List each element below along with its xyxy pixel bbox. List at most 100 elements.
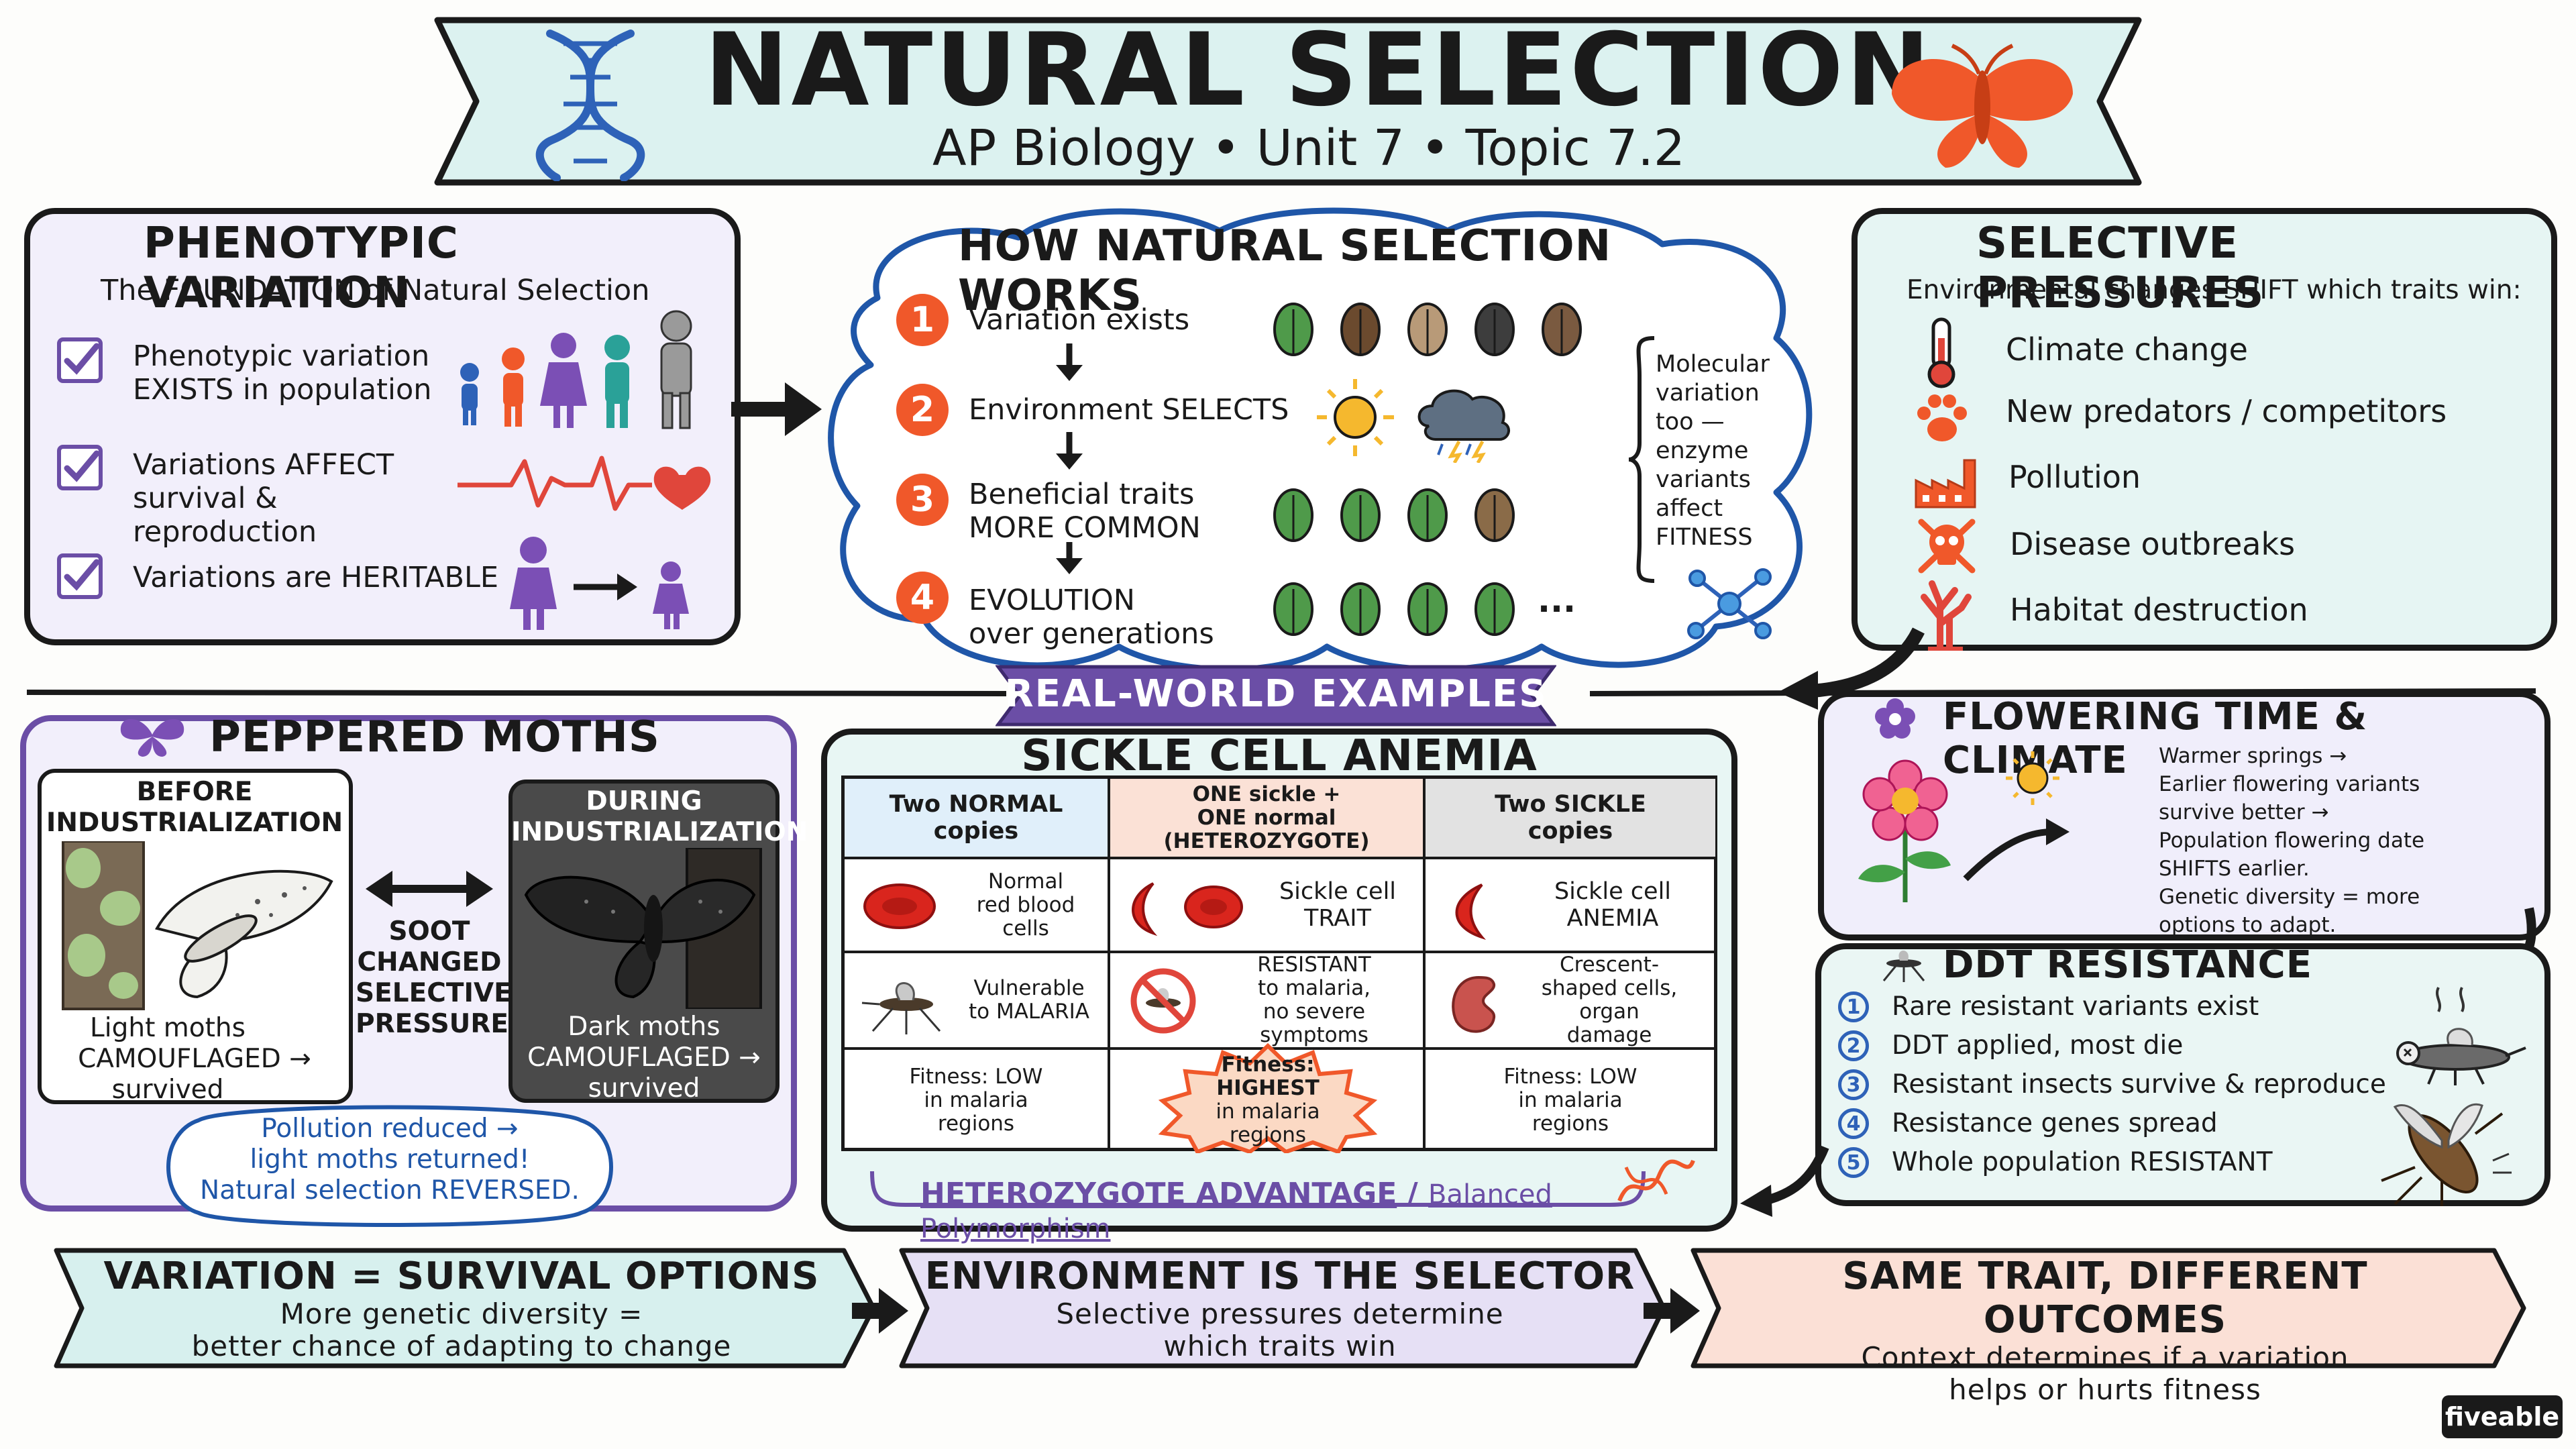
- selective-pressures-title: SELECTIVE PRESSURES: [1976, 219, 2265, 318]
- pressure-item-climate: Climate change: [2006, 331, 2248, 368]
- red-blood-cell-icon: [863, 883, 936, 929]
- takeaway-banner-1: [54, 1248, 876, 1368]
- dna-icon: [535, 30, 645, 181]
- sickle-cell-icon: [1455, 883, 1487, 940]
- step-1-label: Variation exists: [969, 303, 1190, 337]
- checkbox-icon: [57, 553, 103, 599]
- ddt-step-number: 1: [1838, 991, 1869, 1022]
- flower-sun-icon: [1858, 751, 2070, 902]
- checkbox-icon: [57, 445, 103, 490]
- flowering-title: FLOWERING TIME & CLIMATE: [1943, 695, 2368, 782]
- arrow-down-icon: [1056, 542, 1083, 574]
- reversal-note-bubble: [166, 1105, 613, 1227]
- step-number: 3: [896, 474, 949, 526]
- curved-arrow-icon: [1778, 627, 1925, 710]
- ddt-title: DDT RESISTANCE: [1943, 943, 2312, 987]
- dark-moth-on-bark-icon: [524, 848, 762, 1009]
- title-banner: [434, 17, 2142, 186]
- how-it-works-title: HOW NATURAL SELECTION WORKS: [958, 221, 1612, 321]
- page-title: NATURAL SELECTION: [704, 12, 1933, 129]
- page-subtitle: AP Biology • Unit 7 • Topic 7.2: [932, 119, 1685, 177]
- step-number: 2: [896, 384, 949, 436]
- checkbox-icon: [57, 337, 103, 383]
- sickle-cell-title: SICKLE CELL ANEMIA: [1021, 731, 1538, 781]
- dna-squiggle-icon: [1617, 1159, 1695, 1202]
- light-moth-on-lichen-icon: [62, 841, 333, 1010]
- parent-child-icon: [510, 537, 689, 630]
- heartbeat-icon: [458, 455, 711, 511]
- factory-icon: [1915, 459, 1976, 508]
- selective-pressures-subtitle: Environmental changes SHIFT which traits…: [1907, 275, 2522, 305]
- examples-label: REAL-WORLD EXAMPLES: [1004, 672, 1548, 716]
- pressure-item-disease: Disease outbreaks: [2010, 526, 2296, 562]
- arrow-right-icon: [1644, 1288, 1700, 1334]
- arrow-down-icon: [1056, 343, 1083, 381]
- reversal-note: Pollution reduced →light moths returned!…: [200, 1114, 580, 1205]
- phenotypic-variation-subtitle: The FOUNDATION of Natural Selection: [101, 274, 650, 307]
- thermometer-icon: [1927, 317, 1955, 388]
- beetle-variation-icon: [1273, 303, 1582, 356]
- pressure-item-habitat: Habitat destruction: [2010, 592, 2308, 628]
- curved-arrow-left-icon: [1740, 1145, 1829, 1217]
- ddt-step-4: Resistance genes spread: [1892, 1108, 2218, 1138]
- selective-pressures-panel: [1851, 208, 2557, 651]
- mosquito-icon: [861, 982, 941, 1034]
- ddt-step-3: Resistant insects survive & reproduce: [1892, 1069, 2386, 1099]
- pheno-item-3: Variations are HERITABLE: [133, 561, 499, 594]
- ddt-step-number: 2: [1838, 1030, 1869, 1061]
- flowering-text: Warmer springs →Earlier flowering varian…: [2159, 744, 2425, 937]
- resistant-mosquito-icon: [2381, 1103, 2512, 1206]
- moth-icon: [1892, 44, 2073, 168]
- ddt-step-number: 5: [1838, 1147, 1869, 1178]
- ddt-step-2: DDT applied, most die: [1892, 1030, 2184, 1061]
- bracket: [1628, 336, 1655, 583]
- molecule-icon: [1687, 568, 1772, 639]
- arrow-down-icon: [1056, 432, 1083, 470]
- dead-insect-icon: [2396, 987, 2526, 1085]
- skull-icon: [1918, 519, 1976, 574]
- paw-icon: [1917, 394, 1967, 441]
- butterfly-icon: [120, 718, 184, 757]
- header-heterozygote: ONE sickle +ONE normal(HETEROZYGOTE): [1163, 782, 1370, 853]
- kidney-icon: [1452, 975, 1496, 1033]
- no-mosquito-icon: [1130, 968, 1196, 1034]
- ellipsis: ...: [1538, 581, 1576, 620]
- highest-fitness-burst: [1158, 1043, 1378, 1153]
- arrow-right-icon: [852, 1288, 908, 1334]
- step-number: 4: [896, 572, 949, 624]
- double-arrow-icon: [366, 871, 493, 907]
- pressure-item-pollution: Pollution: [2008, 459, 2141, 495]
- step-number: 1: [896, 294, 949, 346]
- sickle-footer: HETEROZYGOTE ADVANTAGE / Balanced Polymo…: [920, 1177, 1552, 1244]
- sickle-and-normal-cell-icon: [1132, 882, 1243, 936]
- dead-tree-icon: [1921, 580, 1972, 651]
- brand-logo: fiveable: [2442, 1395, 2563, 1438]
- pressure-item-predators: New predators / competitors: [2006, 393, 2447, 429]
- arrow-right-icon: [731, 382, 822, 436]
- beetle-selected-icon: [1273, 488, 1515, 542]
- phenotypic-variation-title: PHENOTYPIC VARIATION: [144, 219, 459, 318]
- takeaway-banner-2: [899, 1248, 1666, 1368]
- people-variation-icon: [460, 310, 692, 429]
- ddt-step-5: Whole population RESISTANT: [1892, 1147, 2273, 1177]
- peppered-moths-title: PEPPERED MOTHS: [209, 712, 660, 762]
- ddt-step-1: Rare resistant variants exist: [1892, 991, 2259, 1022]
- takeaway-banner-3: [1690, 1248, 2526, 1368]
